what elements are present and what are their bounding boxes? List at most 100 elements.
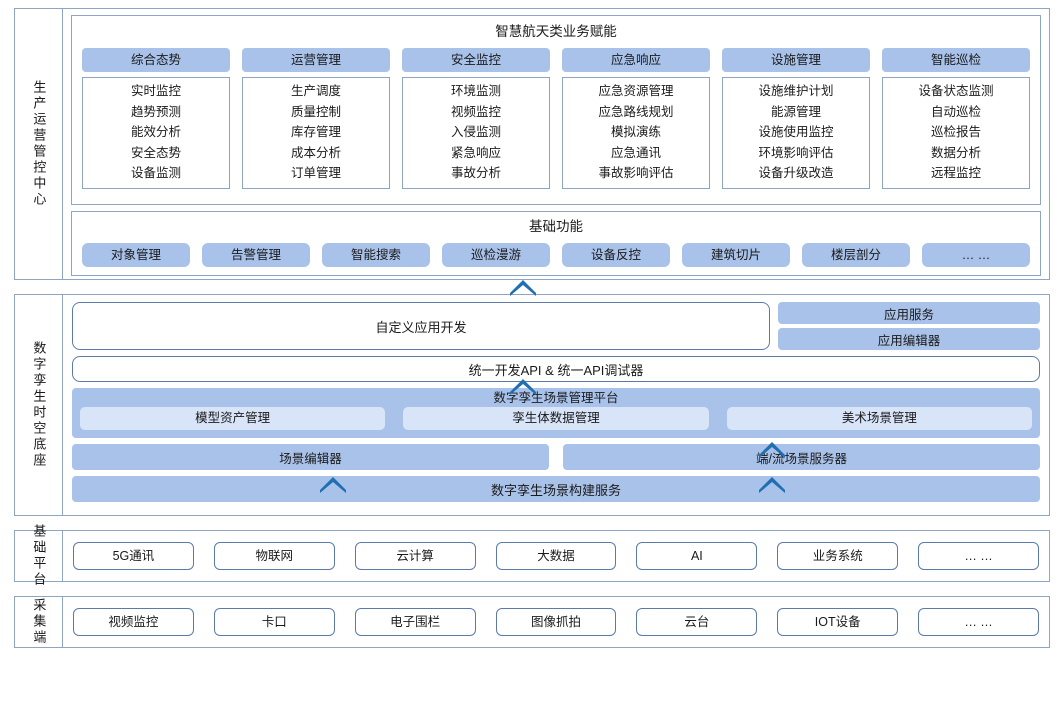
layer-infrastructure-platform: 基础平台 5G通讯 物联网 云计算 大数据 AI 业务系统 … … (14, 524, 1050, 588)
business-column-item[interactable]: 事故影响评估 (598, 166, 674, 180)
business-column-item[interactable]: 环境监测 (450, 84, 501, 98)
layer-body-operations: 智慧航天类业务赋能 综合态势 实时监控 趋势预测 能效分析 安全态势 设备监测 (63, 9, 1049, 279)
business-column-head[interactable]: 综合态势 (82, 48, 230, 72)
business-column-item[interactable]: 应急通讯 (610, 145, 661, 160)
infra-chip-more[interactable]: … … (918, 542, 1039, 570)
business-column-item[interactable]: 设施使用监控 (758, 125, 834, 139)
business-column-4: 设施管理 设施维护计划 能源管理 设施使用监控 环境影响评估 设备升级改造 (722, 48, 870, 189)
business-column-1: 运营管理 生产调度 质量控制 库存管理 成本分析 订单管理 (242, 48, 390, 189)
business-column-head[interactable]: 设施管理 (722, 48, 870, 72)
business-column-item[interactable]: 数据分析 (930, 145, 981, 160)
layer-label-twin: 数字孪生时空底座 (15, 295, 63, 515)
business-column-items: 环境监测 视频监控 入侵监测 紧急响应 事故分析 (402, 77, 550, 189)
business-column-items: 设施维护计划 能源管理 设施使用监控 环境影响评估 设备升级改造 (722, 77, 870, 189)
basic-functions-card: 基础功能 对象管理 告警管理 智能搜索 巡检漫游 设备反控 建筑切片 楼层剖分 … (71, 211, 1041, 276)
business-column-item[interactable]: 视频监控 (450, 104, 501, 119)
layer-label-twin-text: 数字孪生时空底座 (31, 341, 47, 469)
layer-body-collect: 视频监控 卡口 电子围栏 图像抓拍 云台 IOT设备 … … (63, 597, 1049, 647)
collect-chip[interactable]: 云台 (636, 608, 758, 636)
infra-chip[interactable]: 业务系统 (777, 542, 899, 570)
business-column-item[interactable]: 紧急响应 (450, 145, 501, 160)
infra-chip[interactable]: AI (636, 542, 758, 570)
business-column-item[interactable]: 设备状态监测 (918, 84, 994, 98)
business-column-item[interactable]: 应急资源管理 (598, 84, 674, 98)
layer-label-infra-text: 基础平台 (31, 524, 47, 588)
basic-function-pill[interactable]: 楼层剖分 (802, 243, 910, 267)
basic-function-pill[interactable]: 智能搜索 (322, 243, 430, 267)
business-column-item[interactable]: 远程监控 (930, 166, 981, 180)
scene-build-service-box[interactable]: 数字孪生场景构建服务 (72, 476, 1040, 502)
custom-app-development-box[interactable]: 自定义应用开发 (72, 302, 770, 350)
collect-chip[interactable]: 卡口 (213, 608, 335, 636)
business-enablement-title: 智慧航天类业务赋能 (495, 24, 617, 39)
basic-function-pill[interactable]: 告警管理 (202, 243, 310, 267)
twin-data-management-card[interactable]: 孪生体数据管理 (403, 407, 709, 430)
business-column-item[interactable]: 应急路线规划 (598, 104, 674, 119)
scene-editor-box[interactable]: 场景编辑器 (72, 444, 549, 470)
art-scene-management-card[interactable]: 美术场景管理 (726, 407, 1032, 430)
layer-label-collect: 采集端 (15, 597, 63, 647)
business-column-item[interactable]: 能效分析 (130, 125, 181, 139)
business-column-items: 应急资源管理 应急路线规划 模拟演练 应急通讯 事故影响评估 (562, 77, 710, 189)
business-column-item[interactable]: 设备升级改造 (758, 166, 834, 180)
business-column-item[interactable]: 趋势预测 (130, 104, 181, 119)
business-column-item[interactable]: 巡检报告 (930, 125, 981, 139)
business-column-head[interactable]: 智能巡检 (882, 48, 1030, 72)
business-column-item[interactable]: 生产调度 (290, 84, 341, 98)
business-enablement-card: 智慧航天类业务赋能 综合态势 实时监控 趋势预测 能效分析 安全态势 设备监测 (71, 15, 1041, 205)
business-column-head[interactable]: 安全监控 (402, 48, 550, 72)
infra-chip[interactable]: 物联网 (213, 542, 335, 570)
collect-chip[interactable]: 图像抓拍 (495, 608, 617, 636)
business-column-item[interactable]: 自动巡检 (930, 104, 981, 119)
business-column-item[interactable]: 设施维护计划 (758, 84, 834, 98)
twin-platform-title: 数字孪生场景管理平台 (493, 391, 619, 405)
twin-app-services-group: 应用服务 应用编辑器 (778, 302, 1040, 350)
layer-label-infra: 基础平台 (15, 524, 63, 588)
business-column-items: 生产调度 质量控制 库存管理 成本分析 订单管理 (242, 77, 390, 189)
business-column-head[interactable]: 应急响应 (562, 48, 710, 72)
stream-scene-server-box[interactable]: 端/流场景服务器 (563, 444, 1040, 470)
business-column-item[interactable]: 模拟演练 (610, 125, 661, 139)
basic-functions-title: 基础功能 (529, 219, 583, 234)
basic-function-pill[interactable]: 巡检漫游 (442, 243, 550, 267)
collect-chip[interactable]: 视频监控 (73, 608, 194, 636)
layer-body-twin: 自定义应用开发 应用服务 应用编辑器 统一开发API & 统一API调试器 数字… (63, 295, 1049, 515)
model-asset-management-card[interactable]: 模型资产管理 (80, 407, 386, 430)
business-column-item[interactable]: 实时监控 (130, 84, 181, 98)
business-column-item[interactable]: 质量控制 (290, 104, 341, 119)
layer-digital-twin-base: 数字孪生时空底座 自定义应用开发 应用服务 应用编辑器 统一开发API & 统一… (14, 294, 1050, 516)
business-column-item[interactable]: 订单管理 (290, 166, 341, 180)
business-column-head[interactable]: 运营管理 (242, 48, 390, 72)
basic-functions-row: 对象管理 告警管理 智能搜索 巡检漫游 设备反控 建筑切片 楼层剖分 … … (82, 243, 1030, 267)
business-column-item[interactable]: 设备监测 (130, 166, 181, 180)
business-column-5: 智能巡检 设备状态监测 自动巡检 巡检报告 数据分析 远程监控 (882, 48, 1030, 189)
basic-function-pill-more[interactable]: … … (922, 243, 1030, 267)
twin-app-row: 自定义应用开发 应用服务 应用编辑器 (72, 302, 1040, 350)
infra-chip[interactable]: 大数据 (495, 542, 617, 570)
business-column-item[interactable]: 环境影响评估 (758, 145, 834, 160)
layer-body-infra: 5G通讯 物联网 云计算 大数据 AI 业务系统 … … (63, 531, 1049, 581)
business-column-item[interactable]: 事故分析 (450, 166, 501, 180)
collect-chip[interactable]: IOT设备 (777, 608, 899, 636)
layer-label-operations: 生产运营管控中心 (15, 9, 63, 279)
app-service-box[interactable]: 应用服务 (778, 302, 1040, 324)
app-editor-box[interactable]: 应用编辑器 (778, 328, 1040, 350)
infra-chip[interactable]: 云计算 (354, 542, 476, 570)
business-column-item[interactable]: 成本分析 (290, 145, 341, 160)
basic-function-pill[interactable]: 建筑切片 (682, 243, 790, 267)
twin-scene-management-platform: 数字孪生场景管理平台 模型资产管理 孪生体数据管理 美术场景管理 (72, 388, 1040, 438)
business-column-item[interactable]: 能源管理 (770, 104, 821, 119)
business-column-item[interactable]: 库存管理 (290, 125, 341, 139)
infra-chip[interactable]: 5G通讯 (73, 542, 194, 570)
collect-chip[interactable]: 电子围栏 (354, 608, 476, 636)
business-column-items: 设备状态监测 自动巡检 巡检报告 数据分析 远程监控 (882, 77, 1030, 189)
layer-operations-control-center: 生产运营管控中心 智慧航天类业务赋能 综合态势 实时监控 趋势预测 能效分析 安… (14, 8, 1050, 280)
basic-function-pill[interactable]: 设备反控 (562, 243, 670, 267)
unified-api-box[interactable]: 统一开发API & 统一API调试器 (72, 356, 1040, 382)
basic-function-pill[interactable]: 对象管理 (82, 243, 190, 267)
layer-collection-endpoint: 采集端 视频监控 卡口 电子围栏 图像抓拍 云台 IOT设备 … … (14, 596, 1050, 648)
business-column-item[interactable]: 安全态势 (130, 145, 181, 160)
business-column-item[interactable]: 入侵监测 (450, 125, 501, 139)
collect-chip-more[interactable]: … … (918, 608, 1039, 636)
